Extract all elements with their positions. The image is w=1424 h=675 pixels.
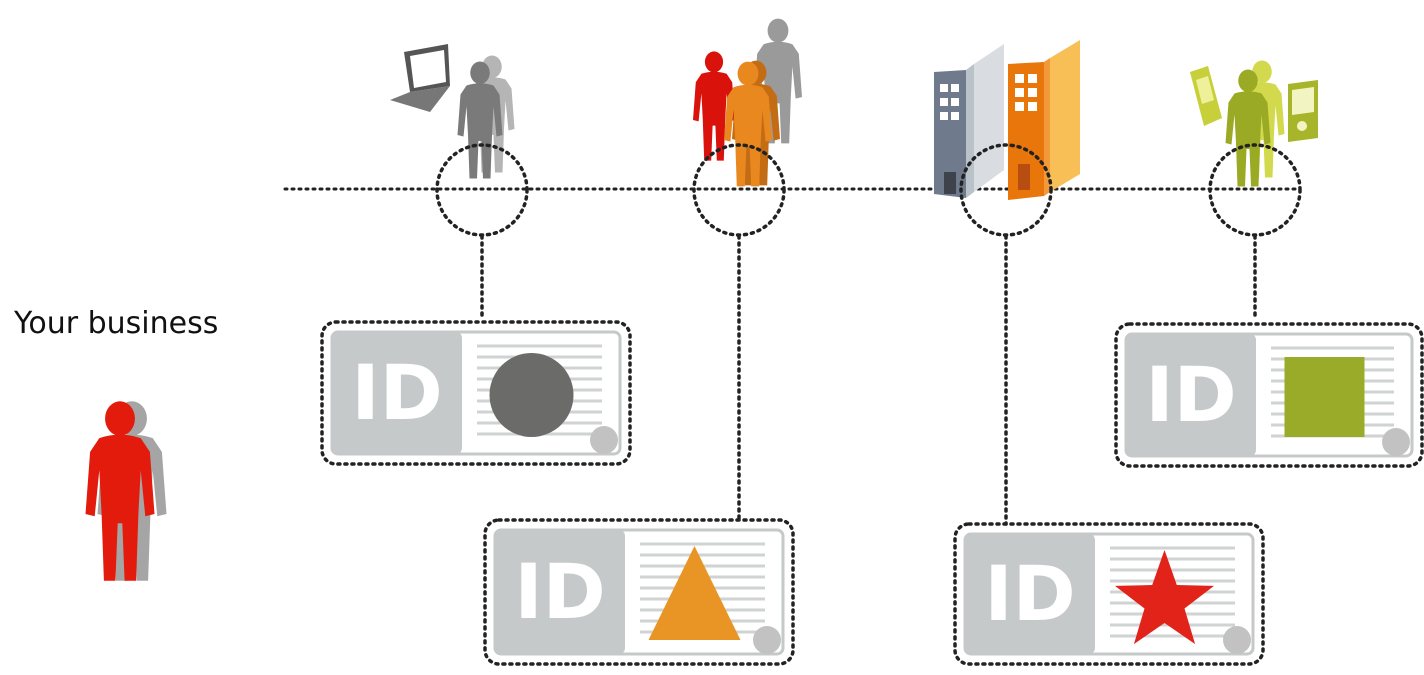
id-card-triangle: ID <box>483 518 795 666</box>
card-id-panel <box>1126 334 1256 456</box>
card-id-panel <box>495 530 625 654</box>
square-symbol-icon <box>1284 357 1365 437</box>
mobile-phone-icon <box>1190 66 1222 126</box>
pda-icon <box>1288 80 1318 142</box>
card-dotted-border <box>483 518 795 666</box>
id-card-circle: ID <box>320 320 632 466</box>
card-corner-dot <box>590 426 618 454</box>
card-corner-dot <box>1223 626 1251 654</box>
card-id-panel <box>332 332 462 454</box>
circle-symbol-icon <box>489 353 574 437</box>
triangle-symbol-icon <box>648 546 741 640</box>
card-dotted-border <box>953 522 1265 666</box>
your-business-person-icon <box>85 401 167 581</box>
card-id-label: ID <box>984 549 1075 638</box>
card-id-label: ID <box>514 547 605 636</box>
card-corner-dot <box>753 626 781 654</box>
office-buildings-icon <box>934 40 1080 200</box>
your-business-label: Your business <box>14 306 219 341</box>
card-id-label: ID <box>351 348 442 437</box>
card-id-label: ID <box>1145 350 1236 439</box>
people-group-icon <box>693 18 802 187</box>
id-card-square: ID <box>1114 322 1424 468</box>
id-card-star: ID <box>953 522 1265 666</box>
person-with-laptop-icon <box>390 44 515 179</box>
card-dotted-border <box>1114 322 1424 468</box>
star-symbol-icon <box>1115 550 1214 645</box>
card-id-panel <box>965 534 1095 654</box>
laptop-icon <box>390 44 450 112</box>
card-corner-dot <box>1382 428 1410 456</box>
person-with-phone-and-pda-icon <box>1190 60 1318 187</box>
card-dotted-border <box>320 320 632 466</box>
